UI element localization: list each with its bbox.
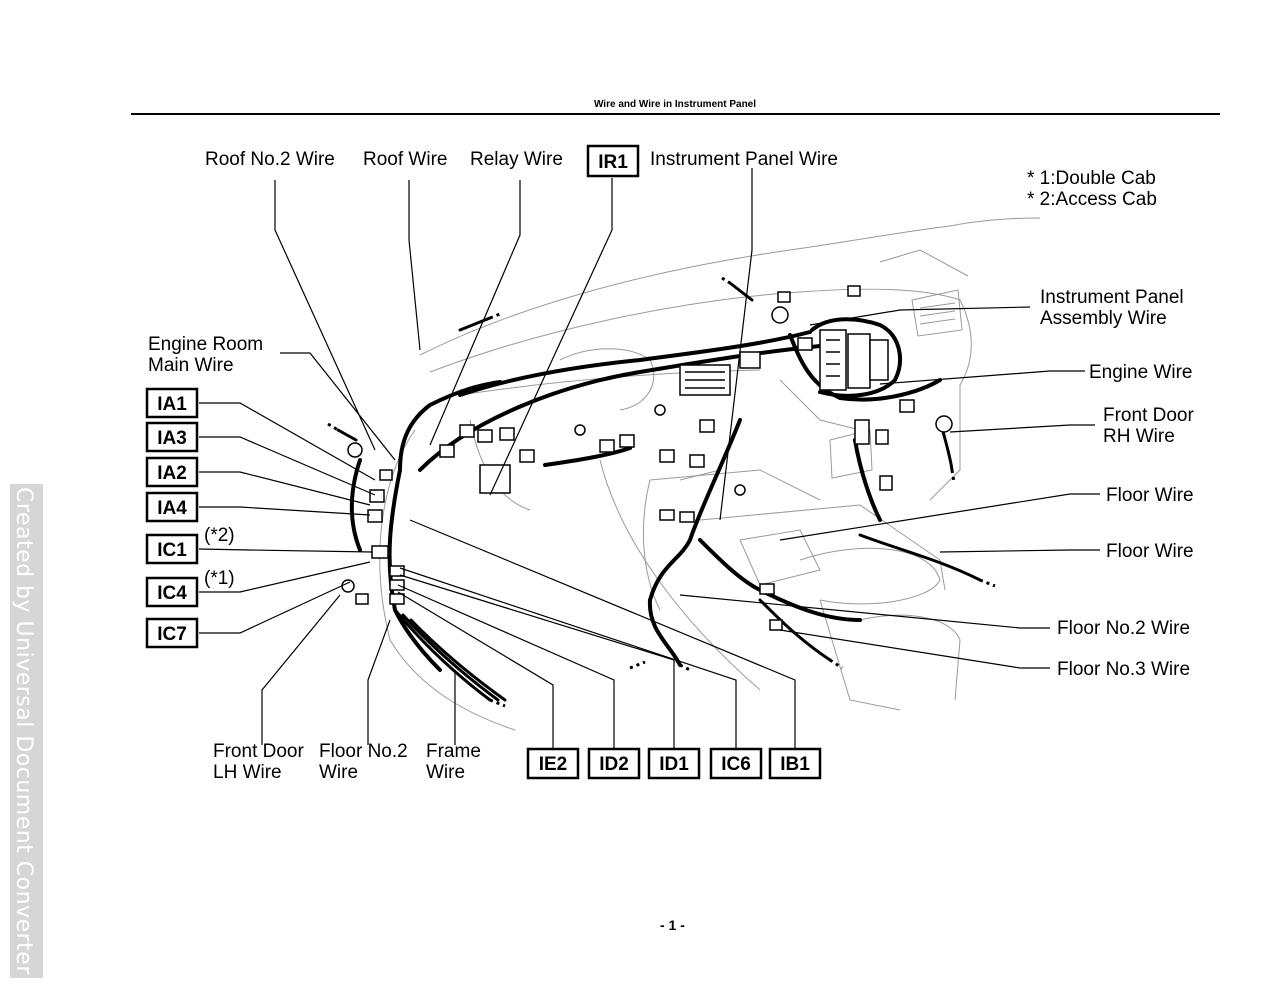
label-floor-no2-wire-bottom-line2: Wire [319,762,358,783]
connector-box-ic4: IC4 [145,576,199,608]
label-floor-no2-wire-bottom-line1: Floor No.2 [319,741,408,762]
connector-id-ia3: IA3 [157,428,187,449]
connector-box-ia3: IA3 [145,421,199,453]
connector-id-ic6: IC6 [721,754,751,775]
connector-box-id1: ID1 [647,747,701,780]
watermark-band [10,484,43,978]
connector-box-ic7: IC7 [145,617,199,649]
label-frame-wire-line1: Frame [426,741,481,762]
header-rule [131,113,1220,115]
connector-box-ib1: IB1 [768,747,822,780]
round-connectors [341,306,953,593]
label-engine-wire: Engine Wire [1089,362,1193,383]
connector-id-ib1: IB1 [780,754,810,775]
connector-box-ic6: IC6 [709,747,763,780]
label-front-door-rh-wire-line2: RH Wire [1103,426,1175,447]
page-number: - 1 - [660,917,685,933]
floor-wire-bundles [336,281,982,702]
label-engine-room-main-wire-line1: Engine Room [148,334,263,355]
label-relay-wire: Relay Wire [470,149,563,170]
label-engine-room-main-wire-line2: Main Wire [148,355,234,376]
label-floor-no2-wire-right: Floor No.2 Wire [1057,618,1190,639]
connector-box-ia2: IA2 [145,456,199,488]
connector-id-id2: ID2 [599,754,629,775]
leader-lines [198,168,1100,750]
label-roof-wire: Roof Wire [363,149,447,170]
connector-blocks [355,285,915,631]
dashboard-outline [379,217,1041,731]
label-frame-wire-line2: Wire [426,762,465,783]
note-ic1-access-cab: (*2) [204,525,235,546]
wire-dashed-ends [327,276,996,708]
note-double-cab: * 1:Double Cab [1027,168,1156,189]
connector-box-ia4: IA4 [145,491,199,523]
connector-id-ic1: IC1 [157,540,187,561]
connector-id-ic7: IC7 [157,624,187,645]
connector-id-ia2: IA2 [157,463,187,484]
page-header-title: Wire and Wire in Instrument Panel [593,99,757,110]
label-front-door-lh-wire-line1: Front Door [213,741,304,762]
label-instrument-panel-wire: Instrument Panel Wire [650,149,838,170]
label-instrument-panel-assembly-wire-line1: Instrument Panel [1040,287,1184,308]
label-floor-no3-wire: Floor No.3 Wire [1057,659,1190,680]
connector-box-ie2: IE2 [526,747,580,780]
connector-id-ir1: IR1 [598,152,628,173]
note-ic4-double-cab: (*1) [204,568,235,589]
connector-id-id1: ID1 [659,754,689,775]
connector-box-ic1: IC1 [145,533,199,565]
connector-id-ia4: IA4 [157,498,187,519]
label-roof-no2-wire: Roof No.2 Wire [205,149,335,170]
label-floor-wire-upper: Floor Wire [1106,485,1194,506]
connector-box-ir1: IR1 [586,144,640,178]
watermark-text: Created by Universal Document Converter [11,487,36,975]
connector-id-ia1: IA1 [157,394,187,415]
connector-box-id2: ID2 [587,747,641,780]
label-front-door-rh-wire-line1: Front Door [1103,405,1194,426]
connector-box-ia1: IA1 [145,387,199,419]
note-access-cab: * 2:Access Cab [1027,189,1157,210]
connector-id-ie2: IE2 [539,754,568,775]
connector-id-ic4: IC4 [157,583,187,604]
label-front-door-lh-wire-line2: LH Wire [213,762,282,783]
label-floor-wire-lower: Floor Wire [1106,541,1194,562]
label-instrument-panel-assembly-wire-line2: Assembly Wire [1040,308,1167,329]
